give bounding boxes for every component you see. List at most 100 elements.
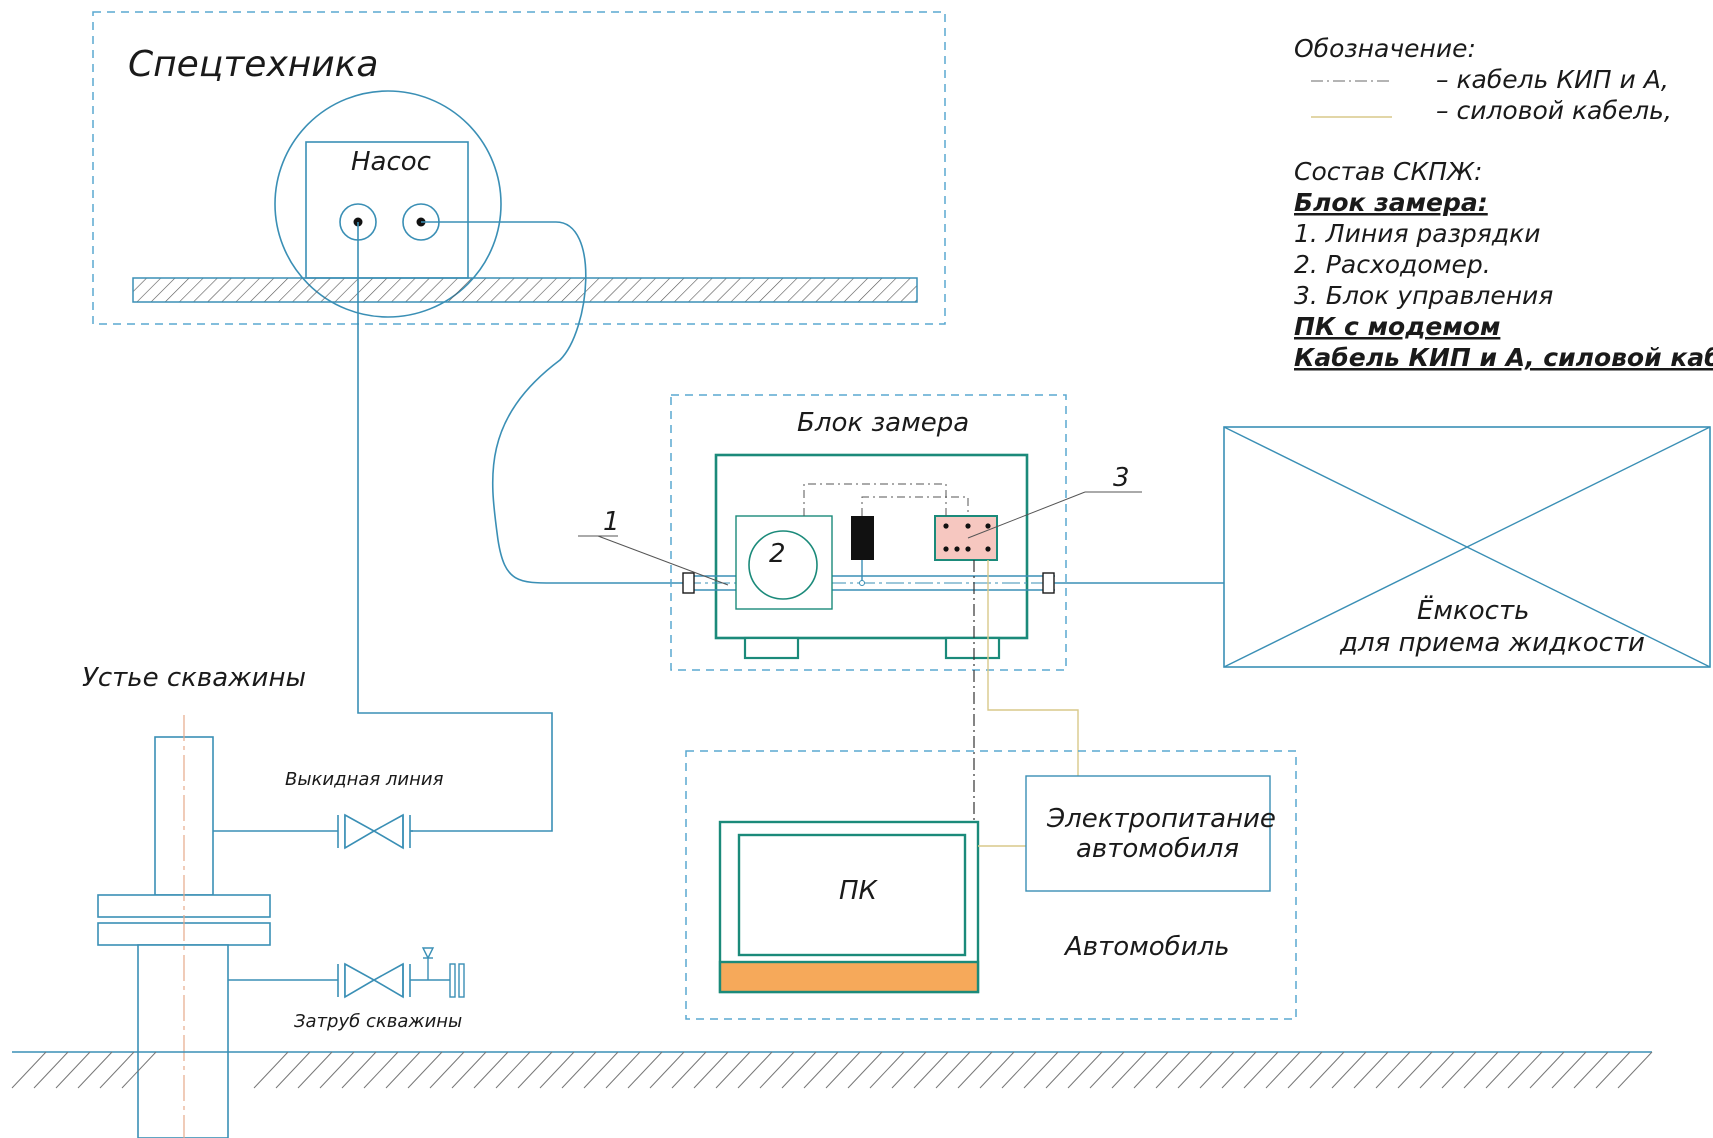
flowmeter-dial: [748, 530, 818, 600]
ground-hatch-stroke: [363, 1051, 399, 1089]
pressure-gauge-icon: [421, 947, 435, 980]
ground-hatch-stroke: [561, 1051, 597, 1089]
measure-block-foot-left: [743, 636, 800, 660]
ground-hatch-stroke: [451, 1051, 487, 1089]
ground-hatch-stroke: [253, 1051, 289, 1089]
composition-item-2: 2. Расходомер.: [1294, 250, 1491, 279]
ground-hatch-stroke: [1617, 1051, 1653, 1089]
ground-hatch-stroke: [1419, 1051, 1455, 1089]
pc-screen: [737, 833, 967, 957]
measure-block-frame: [670, 394, 1067, 671]
control-block-terminals: [943, 523, 991, 552]
control-block: [934, 515, 998, 561]
callout-1: 1: [603, 507, 620, 537]
tank-cross-b: [1223, 426, 1711, 668]
composition-pc: ПК с модемом: [1294, 312, 1500, 341]
composition-header: Состав СКПЖ:: [1294, 157, 1482, 186]
ground-hatch-stroke: [605, 1051, 641, 1089]
car-frame: [685, 750, 1297, 1020]
ground-hatch-stroke: [429, 1051, 465, 1089]
outlet-line-label: Выкидная линия: [285, 769, 444, 790]
ground-hatch-stroke: [1463, 1051, 1499, 1089]
callout-1-leader: [597, 535, 729, 586]
discharge-flange-right: [1042, 572, 1055, 594]
measure-block-title: Блок замера: [797, 408, 969, 438]
legend-power-label: – силовой кабель,: [1436, 96, 1672, 125]
outlet-valve[interactable]: [337, 813, 411, 850]
ground-hatch-stroke: [1243, 1051, 1279, 1089]
legend-kip-label: – кабель КИП и А,: [1436, 65, 1669, 94]
ground-hatch-stroke: [935, 1051, 971, 1089]
composition-block-title: Блок замера:: [1294, 188, 1488, 217]
kip-cable-flowmeter: [803, 483, 947, 516]
ground-hatch-stroke: [297, 1051, 333, 1089]
ground-hatch-stroke: [825, 1051, 861, 1089]
callout-3: 3: [1113, 463, 1130, 493]
ground-hatch-stroke: [11, 1051, 47, 1089]
annulus-label: Затруб скважины: [294, 1011, 462, 1032]
ground-hatch-stroke: [495, 1051, 531, 1089]
ground-hatch-stroke: [759, 1051, 795, 1089]
ground-hatch-stroke: [1155, 1051, 1191, 1089]
measure-block-foot-right: [944, 636, 1001, 660]
ground-hatch-stroke: [583, 1051, 619, 1089]
ground-hatch-stroke: [539, 1051, 575, 1089]
pump-casing: [274, 90, 502, 318]
ground-hatch-stroke: [781, 1051, 817, 1089]
ground-hatch-stroke: [473, 1051, 509, 1089]
callout-3-leader: [967, 491, 1086, 539]
tank-label-line2: для приема жидкости: [1339, 628, 1645, 658]
ground-hatch-stroke: [1221, 1051, 1257, 1089]
ground-hatch-stroke: [55, 1051, 91, 1089]
ground-hatch-stroke: [1551, 1051, 1587, 1089]
truck-platform: [132, 277, 918, 303]
ground-hatch-stroke: [1441, 1051, 1477, 1089]
ground-hatch-stroke: [1089, 1051, 1125, 1089]
ground-hatch-stroke: [1023, 1051, 1059, 1089]
composition-item-1: 1. Линия разрядки: [1294, 219, 1540, 248]
ground-hatch-stroke: [121, 1051, 157, 1089]
tank-label-line1: Ёмкость: [1417, 594, 1529, 626]
pressure-sensor: [851, 516, 874, 560]
ground-hatch-stroke: [715, 1051, 751, 1089]
ground-hatch-stroke: [627, 1051, 663, 1089]
ground-hatch-stroke: [77, 1051, 113, 1089]
ground-hatch-stroke: [737, 1051, 773, 1089]
composition-cables: Кабель КИП и А, силовой кабель: [1294, 343, 1713, 372]
ground-hatch-stroke: [847, 1051, 883, 1089]
pressure-sensor-tap: [859, 580, 865, 586]
ground-hatch-stroke: [99, 1051, 135, 1089]
ground-hatch-stroke: [1111, 1051, 1147, 1089]
ground-hatch-stroke: [891, 1051, 927, 1089]
power-cable-to-car: [987, 560, 1079, 776]
ground-hatch-stroke: [275, 1051, 311, 1089]
wellhead-title: Устье скважины: [82, 663, 306, 693]
ground-hatch-stroke: [671, 1051, 707, 1089]
wellhead-casing: [137, 944, 229, 1138]
ground-hatch-stroke: [913, 1051, 949, 1089]
ground-hatch-stroke: [1265, 1051, 1301, 1089]
kip-cable-sensor: [861, 496, 969, 516]
ground-hatch-stroke: [385, 1051, 421, 1089]
ground-hatch-stroke: [1507, 1051, 1543, 1089]
ground-hatch-stroke: [957, 1051, 993, 1089]
ground-hatch-stroke: [33, 1051, 69, 1089]
car-power-line1: Электропитание: [1046, 804, 1276, 834]
ground-hatch-stroke: [1529, 1051, 1565, 1089]
annulus-valve[interactable]: [337, 962, 411, 999]
ground-hatch-stroke: [803, 1051, 839, 1089]
ground-hatch-stroke: [1045, 1051, 1081, 1089]
ground-hatch-stroke: [1177, 1051, 1213, 1089]
discharge-flange-left: [682, 572, 695, 594]
ground-hatch-stroke: [1331, 1051, 1367, 1089]
pump-body: [305, 141, 469, 279]
ground-hatch-stroke: [517, 1051, 553, 1089]
callout-2: 2: [769, 539, 786, 569]
pc-keyboard-base: [718, 960, 980, 994]
ground-hatch-stroke: [693, 1051, 729, 1089]
pump-label: Насос: [351, 147, 431, 177]
composition-item-3: 3. Блок управления: [1294, 281, 1553, 310]
ground-hatch-stroke: [1573, 1051, 1609, 1089]
ground-hatch-stroke: [341, 1051, 377, 1089]
